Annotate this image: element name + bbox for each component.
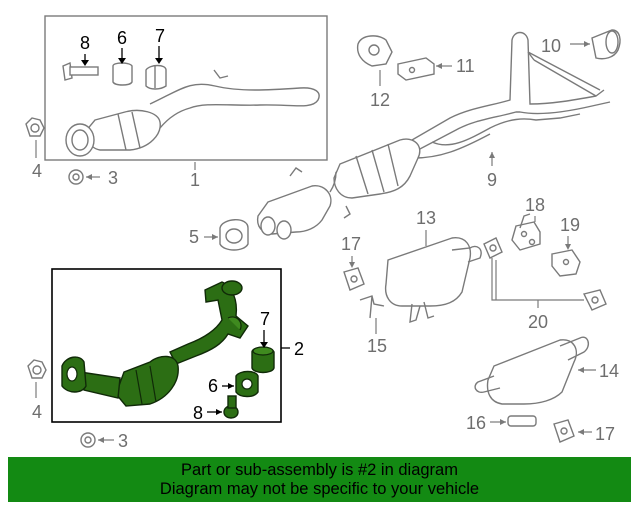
muffler-icon-14 <box>474 336 590 405</box>
exhaust-main-assembly <box>256 31 611 240</box>
insulator-icon-20-right <box>582 289 607 311</box>
bolt-icon-top <box>62 61 99 81</box>
muffler-icon-13 <box>384 237 482 324</box>
bracket-icon-18 <box>511 213 541 251</box>
clamp-icon-top <box>145 64 167 90</box>
callout-17-top: 17 <box>341 234 361 254</box>
callout-11: 11 <box>456 56 475 76</box>
callout-20: 20 <box>528 312 548 332</box>
callout-8-bottom: 8 <box>193 403 203 423</box>
insulator-icon-17-top <box>343 267 365 291</box>
washer-icon-3-bottom <box>80 432 96 448</box>
callout-3-top: 3 <box>108 168 118 188</box>
callout-17-bottom: 17 <box>595 424 615 444</box>
bolt-icon-bottom <box>223 395 239 419</box>
banner-line-2: Diagram may not be specific to your vehi… <box>159 480 480 498</box>
callout-3-bottom: 3 <box>118 431 128 451</box>
callout-15: 15 <box>367 336 387 356</box>
insulator-icon-17-bottom <box>553 419 575 443</box>
callout-2: 2 <box>294 339 304 359</box>
callout-12: 12 <box>370 90 390 110</box>
washer-icon-3-top <box>68 169 84 185</box>
callout-18: 18 <box>525 195 545 215</box>
callout-14: 14 <box>599 361 619 381</box>
hanger-icon-16 <box>507 415 537 427</box>
insulator-icon-20-left <box>483 237 503 259</box>
callout-8-top: 8 <box>80 33 90 53</box>
clamp-icon-bottom <box>235 370 259 398</box>
callout-9: 9 <box>487 170 497 190</box>
callout-5: 5 <box>189 227 199 247</box>
nut-icon-4-top <box>25 117 45 137</box>
gasket-icon-bottom <box>251 346 275 374</box>
callout-7-top: 7 <box>155 26 165 46</box>
callout-10: 10 <box>541 36 561 56</box>
callout-6-bottom: 6 <box>208 376 218 396</box>
gasket-icon-top <box>112 62 133 86</box>
nut-icon-4-bottom <box>27 359 47 379</box>
inset-box-part-2 <box>51 268 282 423</box>
hanger-bracket-icon-12 <box>356 35 393 67</box>
callout-4-top: 4 <box>32 161 42 181</box>
clamp-icon-5 <box>219 219 249 251</box>
callout-16: 16 <box>466 413 486 433</box>
exhaust-tip-icon-10 <box>591 29 621 60</box>
notice-banner: Part or sub-assembly is #2 in diagram Di… <box>8 457 631 502</box>
exhaust-system-diagram: 8 6 7 1 4 3 5 <box>25 15 621 451</box>
callout-7-bottom: 7 <box>260 309 270 329</box>
inset-box-part-1 <box>44 15 328 161</box>
callout-19: 19 <box>560 215 580 235</box>
callout-1: 1 <box>190 170 200 190</box>
banner-line-1: Part or sub-assembly is #2 in diagram <box>181 461 458 479</box>
bracket-icon-11 <box>397 57 435 81</box>
callout-13: 13 <box>416 208 436 228</box>
callout-6-top: 6 <box>117 28 127 48</box>
bracket-icon-19 <box>551 249 581 277</box>
callout-4-bottom: 4 <box>32 402 42 422</box>
bracket-icon-15 <box>359 295 385 319</box>
